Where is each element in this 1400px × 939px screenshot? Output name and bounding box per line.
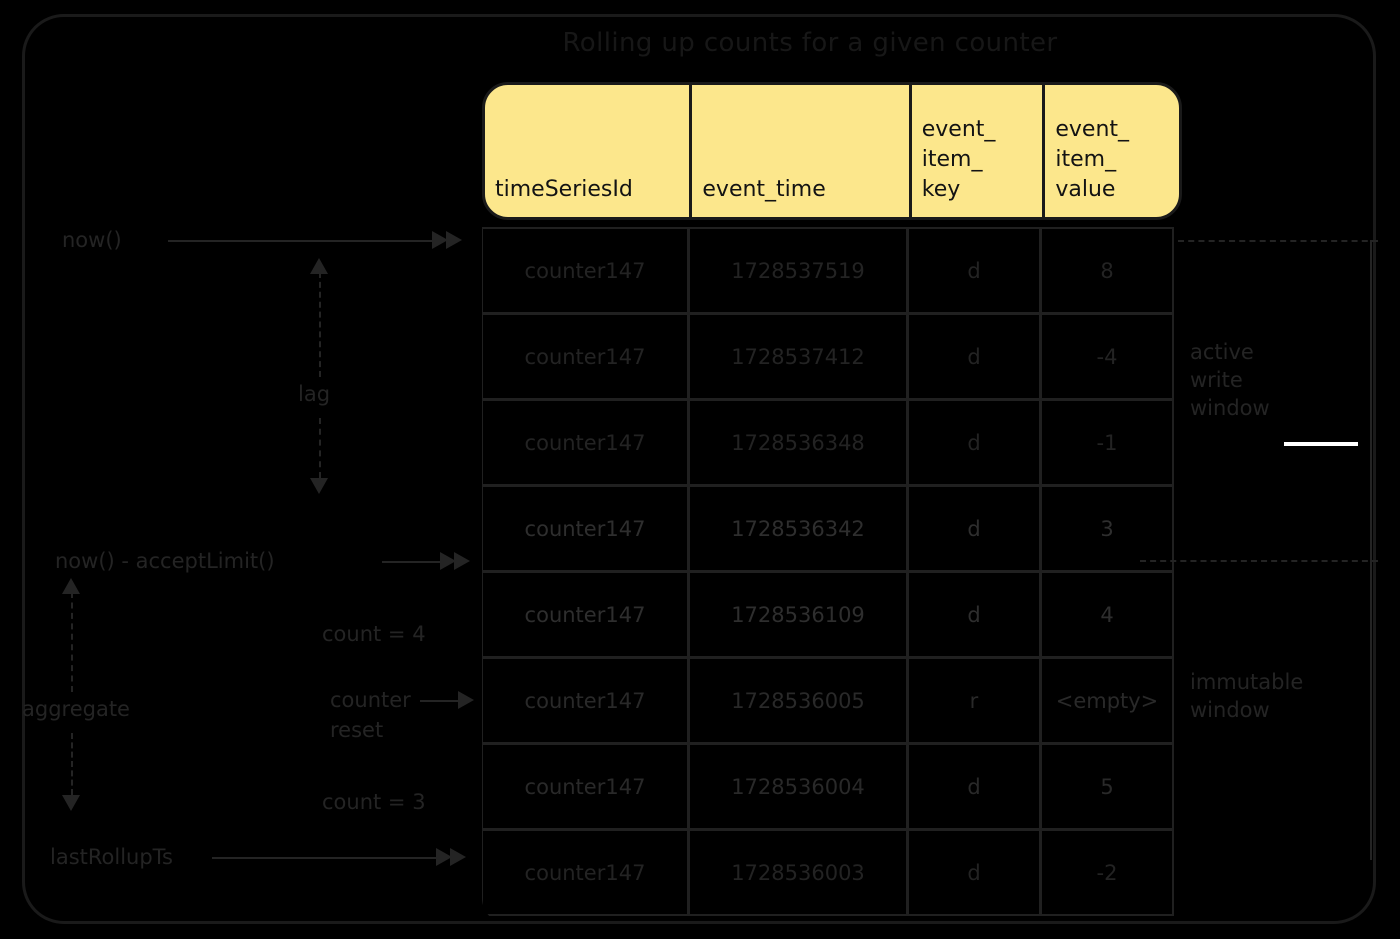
cell-event-item-value: -1	[1040, 399, 1174, 486]
table-row: counter147 1728536342 d 3	[482, 485, 1182, 572]
accept-limit-label: now() - acceptLimit()	[55, 549, 275, 573]
column-header-event-item-value: event_item_value	[1055, 117, 1130, 202]
active-write-window-line2: write	[1190, 368, 1243, 392]
cell-event-time: 1728537519	[688, 227, 908, 314]
now-timeline	[168, 240, 438, 242]
cell-event-item-key: r	[907, 657, 1041, 744]
cell-event-item-value: -4	[1040, 313, 1174, 400]
aggregate-dashed-line-2	[71, 733, 73, 795]
cell-time-series-id: counter147	[482, 227, 689, 314]
cell-event-item-key: d	[907, 399, 1041, 486]
cell-event-time: 1728536348	[688, 399, 908, 486]
last-rollup-arrow-head-icon-2	[450, 848, 466, 866]
cell-event-item-key: d	[907, 313, 1041, 400]
cell-time-series-id: counter147	[482, 571, 689, 658]
lag-dashed-line-2	[319, 418, 321, 478]
table-body-clip: counter147 1728537519 d 8 counter147 172…	[482, 224, 1182, 924]
aggregate-label: aggregate	[22, 697, 130, 721]
table-header-row: timeSeriesId event_time event_item_key e…	[482, 82, 1182, 220]
cell-event-item-value: 8	[1040, 227, 1174, 314]
accept-limit-arrow-head-icon	[440, 552, 456, 570]
cell-event-item-key: d	[907, 485, 1041, 572]
aggregate-arrow-down-icon	[62, 795, 80, 811]
active-write-window-line3: window	[1190, 396, 1270, 420]
cell-event-item-value: -2	[1040, 829, 1174, 916]
table-row: counter147 1728536109 d 4	[482, 571, 1182, 658]
cell-event-time: 1728536342	[688, 485, 908, 572]
cell-event-item-key: d	[907, 571, 1041, 658]
cell-time-series-id: counter147	[482, 657, 689, 744]
cell-event-time: 1728536003	[688, 829, 908, 916]
cell-event-time: 1728536004	[688, 743, 908, 830]
now-label: now()	[62, 228, 122, 252]
page-title: Rolling up counts for a given counter	[562, 28, 1058, 58]
count-upper-label: count = 4	[322, 622, 426, 646]
cell-time-series-id: counter147	[482, 399, 689, 486]
cell-event-time: 1728536005	[688, 657, 908, 744]
active-write-window-label: active write window	[1190, 338, 1270, 422]
active-write-window-line1: active	[1190, 340, 1254, 364]
active-window-bottom-divider	[1140, 560, 1378, 562]
column-header-event-item-key: event_item_key	[912, 85, 1046, 217]
table-row: counter147 1728537412 d -4	[482, 313, 1182, 400]
accept-limit-timeline	[382, 561, 444, 563]
table-body: counter147 1728537519 d 8 counter147 172…	[482, 227, 1182, 916]
counter-reset-label-line1: counter	[330, 688, 411, 712]
lag-arrow-down-icon	[310, 478, 328, 494]
immutable-window-label: immutable window	[1190, 668, 1303, 724]
cell-time-series-id: counter147	[482, 313, 689, 400]
immutable-window-line2: window	[1190, 698, 1270, 722]
active-window-right-bracket	[1370, 240, 1372, 560]
cell-event-time: 1728537412	[688, 313, 908, 400]
table-row: counter147 1728537519 d 8	[482, 227, 1182, 314]
count-lower-label: count = 3	[322, 790, 426, 814]
active-window-top-divider	[1178, 240, 1378, 242]
table-row: counter147 1728536005 r <empty>	[482, 657, 1182, 744]
lag-label: lag	[298, 382, 331, 406]
events-table: timeSeriesId event_time event_item_key e…	[482, 82, 1182, 916]
cell-event-item-value: 5	[1040, 743, 1174, 830]
column-header-event-time: event_time	[692, 85, 912, 217]
table-row: counter147 1728536348 d -1	[482, 399, 1182, 486]
cell-event-item-value: 4	[1040, 571, 1174, 658]
last-rollup-label: lastRollupTs	[50, 845, 173, 869]
counter-reset-label-line2: reset	[330, 718, 384, 742]
aggregate-dashed-line	[71, 592, 73, 692]
active-window-underline	[1284, 442, 1358, 446]
lag-arrow-up-icon	[310, 258, 328, 274]
now-arrow-head-icon-2	[446, 231, 462, 249]
counter-reset-pointer-line	[420, 700, 462, 702]
cell-event-item-value: 3	[1040, 485, 1174, 572]
last-rollup-arrow-head-icon	[436, 848, 452, 866]
now-arrow-head-icon	[432, 231, 448, 249]
cell-time-series-id: counter147	[482, 485, 689, 572]
table-row: counter147 1728536004 d 5	[482, 743, 1182, 830]
last-rollup-timeline	[212, 857, 440, 859]
cell-event-item-value: <empty>	[1040, 657, 1174, 744]
cell-time-series-id: counter147	[482, 743, 689, 830]
table-row: counter147 1728536003 d -2	[482, 829, 1182, 916]
counter-reset-arrow-head-icon	[458, 691, 474, 709]
lag-dashed-line	[319, 272, 321, 377]
accept-limit-arrow-head-icon-2	[454, 552, 470, 570]
cell-event-item-key: d	[907, 829, 1041, 916]
cell-event-time: 1728536109	[688, 571, 908, 658]
immutable-window-right-bracket	[1370, 560, 1372, 860]
cell-event-item-key: d	[907, 743, 1041, 830]
immutable-window-line1: immutable	[1190, 670, 1304, 694]
column-header-time-series-id: timeSeriesId	[485, 85, 693, 217]
cell-event-item-key: d	[907, 227, 1041, 314]
cell-time-series-id: counter147	[482, 829, 689, 916]
aggregate-arrow-up-icon	[62, 578, 80, 594]
